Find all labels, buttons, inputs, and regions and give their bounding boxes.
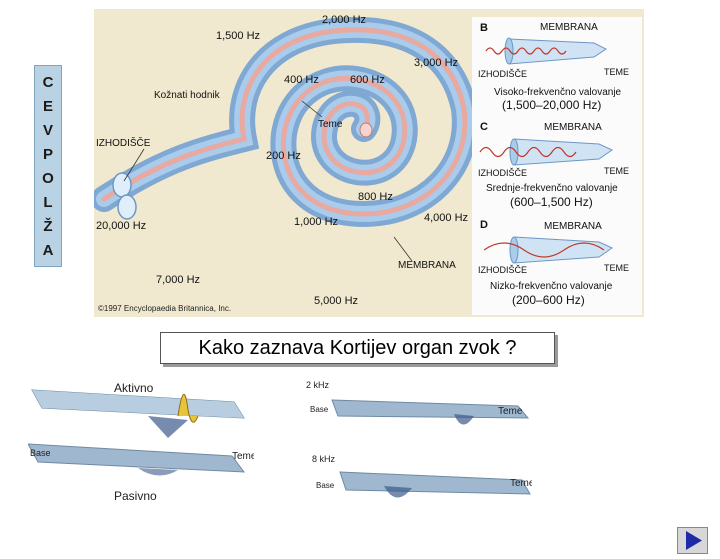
freq-label: 2,000 Hz (322, 14, 366, 26)
teme-label: Teme (510, 478, 532, 489)
cochlea-spiral (91, 16, 478, 228)
aktivno-label: Aktivno (114, 381, 154, 395)
base-label: Base (316, 481, 335, 490)
panel-izhodisce: IZHODIŠČE (478, 168, 527, 178)
membrana-label: MEMBRANA (398, 260, 456, 271)
panel-b: B MEMBRANA IZHODIŠČE TEME Visoko-frekven… (472, 17, 642, 119)
teme-label: Teme (318, 119, 343, 130)
side-letter: A (42, 241, 54, 259)
side-letter: O (42, 169, 54, 187)
panel-izhodisce: IZHODIŠČE (478, 69, 527, 79)
freq-label-2khz: 2 kHz (306, 380, 330, 390)
pasivno-label: Pasivno (114, 489, 157, 502)
leader-lines (123, 100, 413, 262)
teme-label: Teme (232, 451, 254, 462)
panel-letter: D (480, 219, 488, 231)
freq-label: 1,500 Hz (216, 30, 260, 42)
teme-label: Teme (498, 406, 523, 417)
cochlea-diagram: 2,000 Hz 1,500 Hz 3,000 Hz 400 Hz 600 Hz… (91, 9, 644, 317)
side-label-cevpolza: C E V P O L Ž A (34, 65, 62, 267)
panel-range: (600–1,500 Hz) (510, 195, 593, 209)
side-letter: E (42, 97, 53, 115)
panel-letter: B (480, 22, 488, 34)
panel-teme: TEME (604, 166, 629, 176)
freq-label: 5,000 Hz (314, 295, 358, 307)
freq-label: 4,000 Hz (424, 212, 468, 224)
panel-d: D MEMBRANA IZHODIŠČE TEME Nizko-frekvenč… (472, 215, 642, 315)
panel-membrana: MEMBRANA (544, 122, 602, 133)
panel-range: (1,500–20,000 Hz) (502, 98, 601, 112)
freq-label: 600 Hz (350, 74, 385, 86)
copyright-text: ©1997 Encyclopaedia Britannica, Inc. (98, 304, 231, 313)
base-label: Base (310, 405, 329, 414)
panel-c: C MEMBRANA IZHODIŠČE TEME Srednje-frekve… (472, 117, 642, 215)
kozni-hodnik-label: Kožnati hodnik (154, 90, 221, 101)
panel-range: (200–600 Hz) (512, 293, 585, 307)
freq-label: 3,000 Hz (414, 57, 458, 69)
frequency-labels: 2,000 Hz 1,500 Hz 3,000 Hz 400 Hz 600 Hz… (96, 14, 468, 307)
panel-letter: C (480, 121, 488, 133)
panel-izhodisce: IZHODIŠČE (478, 265, 527, 275)
panel-membrana: MEMBRANA (544, 221, 602, 232)
panel-membrana: MEMBRANA (540, 22, 598, 33)
caption-box: Kako zaznava Kortijev organ zvok ? (160, 332, 555, 364)
freq-label: 400 Hz (284, 74, 319, 86)
freq-label: 20,000 Hz (96, 220, 146, 232)
caption-text: Kako zaznava Kortijev organ zvok ? (198, 336, 517, 359)
side-letter: P (42, 145, 53, 163)
freq-label: 200 Hz (266, 150, 301, 162)
side-letter: C (42, 73, 54, 91)
freq-label-8khz: 8 kHz (312, 454, 336, 464)
base-label: Base (30, 448, 51, 458)
izhodisce-label: IZHODIŠČE (96, 136, 151, 149)
panel-wave-label: Nizko-frekvenčno valovanje (490, 281, 613, 292)
panel-wave-label: Visoko-frekvenčno valovanje (494, 87, 622, 98)
panel-teme: TEME (604, 67, 629, 77)
panel-wave-label: Srednje-frekvenčno valovanje (486, 183, 618, 194)
panel-teme: TEME (604, 263, 629, 273)
play-arrow-icon (677, 527, 708, 554)
freq-label: 1,000 Hz (294, 216, 338, 228)
side-letter: L (43, 193, 53, 211)
freq-label: 7,000 Hz (156, 274, 200, 286)
freq-label: 800 Hz (358, 191, 393, 203)
side-letter: Ž (43, 217, 53, 235)
cochlea-svg: 2,000 Hz 1,500 Hz 3,000 Hz 400 Hz 600 Hz… (91, 14, 642, 315)
basilar-model-frequency: 2 kHz Base Teme 8 kHz Base Teme (304, 376, 535, 518)
side-letter: V (42, 121, 53, 139)
basilar-model-active-passive: Aktivno Base Teme Pasivno (27, 376, 257, 503)
next-slide-button[interactable] (677, 527, 708, 554)
